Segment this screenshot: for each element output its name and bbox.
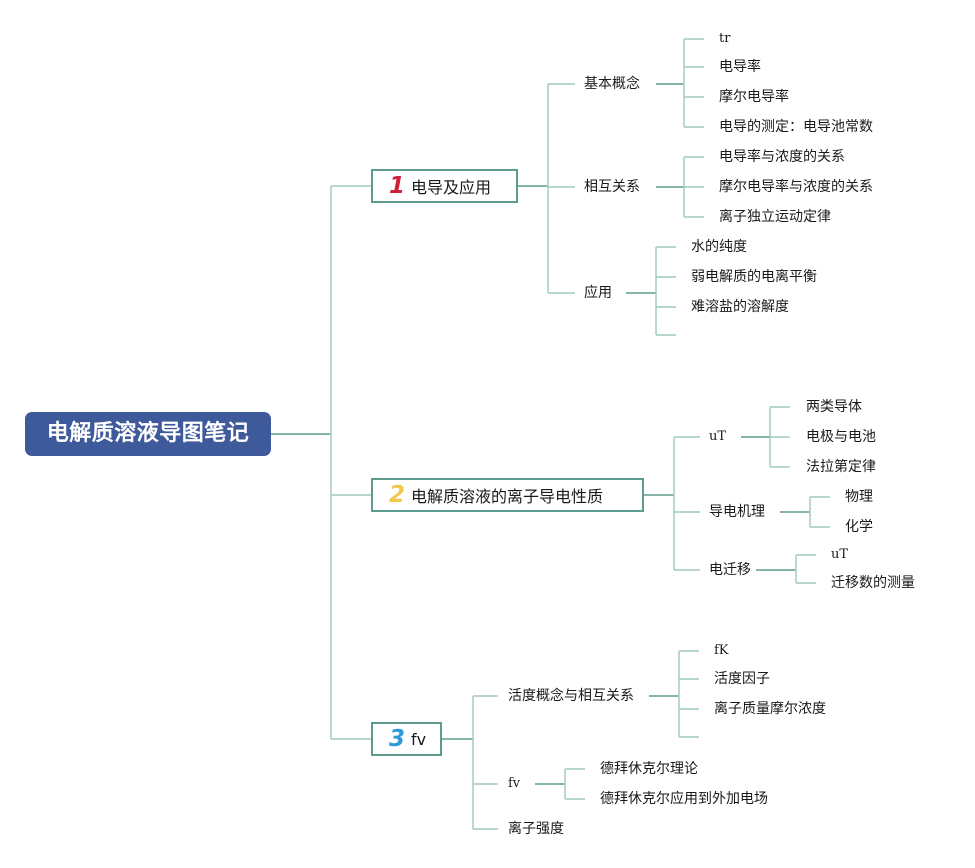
- topic-electromigration[interactable]: 电迁移: [709, 562, 751, 578]
- leaf-node[interactable]: 物理: [845, 489, 873, 505]
- branch-node-3[interactable]: 3 fv: [371, 722, 442, 756]
- leaf-node[interactable]: 水的纯度: [691, 239, 747, 255]
- leaf-node[interactable]: 离子质量摩尔浓度: [714, 701, 826, 717]
- topic-applications[interactable]: 应用: [584, 285, 612, 301]
- leaf-node[interactable]: 化学: [845, 519, 873, 535]
- branch-node-1[interactable]: 1 电导及应用: [371, 169, 518, 203]
- branch-label-1: 电导及应用: [411, 178, 492, 197]
- root-node[interactable]: 电解质溶液导图笔记: [25, 412, 271, 456]
- leaf-node[interactable]: uT: [831, 547, 849, 562]
- leaf-node[interactable]: 摩尔电导率: [719, 89, 789, 105]
- branch-number-1: 1: [389, 173, 406, 199]
- topic-basic-concepts[interactable]: 基本概念: [584, 76, 640, 92]
- leaf-node[interactable]: 电极与电池: [806, 429, 876, 445]
- branch-number-2: 2: [389, 482, 406, 508]
- leaf-node[interactable]: fK: [714, 643, 729, 658]
- leaf-node[interactable]: 弱电解质的电离平衡: [691, 269, 817, 285]
- topic-ionic-strength[interactable]: 离子强度: [508, 821, 564, 837]
- leaf-node[interactable]: 电导率与浓度的关系: [719, 149, 845, 165]
- leaf-node[interactable]: 难溶盐的溶解度: [691, 299, 789, 315]
- topic-fv[interactable]: fv: [508, 776, 521, 791]
- leaf-node[interactable]: 迁移数的测量: [831, 575, 915, 591]
- leaf-node[interactable]: 德拜休克尔应用到外加电场: [600, 791, 768, 807]
- branch-number-3: 3: [389, 726, 406, 752]
- topic-conduction-mechanism[interactable]: 导电机理: [709, 504, 765, 520]
- leaf-node[interactable]: 两类导体: [806, 399, 862, 415]
- branch-label-2: 电解质溶液的离子导电性质: [411, 487, 604, 506]
- topic-activity-concepts[interactable]: 活度概念与相互关系: [508, 688, 634, 704]
- leaf-node[interactable]: 摩尔电导率与浓度的关系: [719, 179, 873, 195]
- leaf-node[interactable]: 电导率: [719, 59, 761, 75]
- topic-relationships[interactable]: 相互关系: [584, 179, 640, 195]
- topic-ut[interactable]: uT: [709, 429, 727, 444]
- branch-label-3: fv: [411, 729, 427, 749]
- leaf-node[interactable]: 活度因子: [714, 671, 770, 687]
- leaf-node[interactable]: 离子独立运动定律: [719, 209, 831, 225]
- leaf-node[interactable]: 电导的测定：电导池常数: [719, 119, 873, 135]
- leaf-node[interactable]: tr: [719, 31, 731, 46]
- leaf-node[interactable]: 德拜休克尔理论: [600, 761, 698, 777]
- leaf-node[interactable]: 法拉第定律: [806, 459, 876, 475]
- branch-node-2[interactable]: 2 电解质溶液的离子导电性质: [371, 478, 644, 512]
